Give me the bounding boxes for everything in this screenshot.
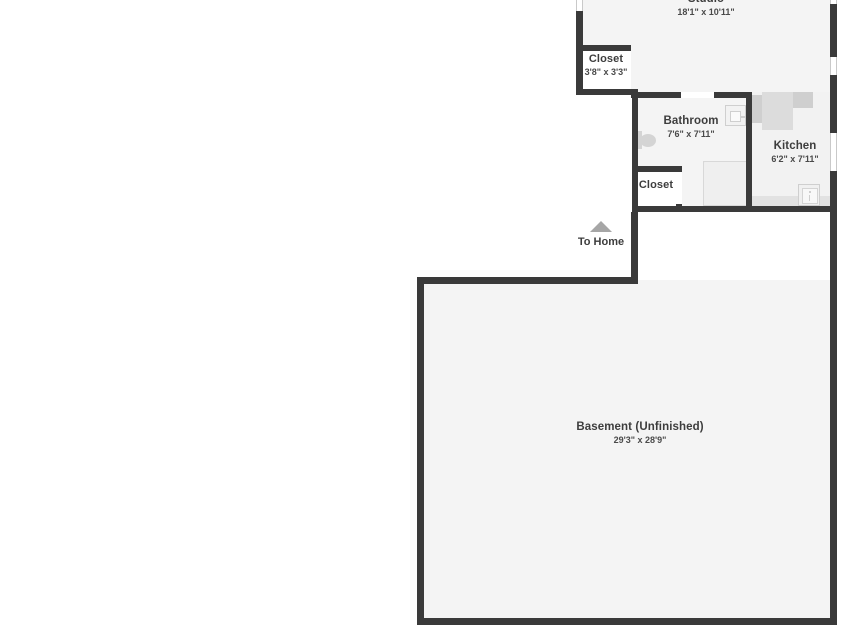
basement-right-wall [830,206,837,625]
basement-label-dims: 29'3" x 28'9" [613,435,667,445]
studio-right-window-top [830,0,837,4]
closet-lower-label: Closet [607,178,705,192]
kitchen-counter-upper-icon [762,92,793,130]
basement-label-name: Basement (Unfinished) [576,421,704,433]
bathroom-shower-icon [703,161,748,206]
studio-left-window [576,0,583,11]
closet-upper-top-wall [576,45,631,51]
closet-upper-label-name: Closet [588,53,624,65]
basement-top-wall [417,277,638,284]
bathroom-kitchen-wall [746,92,752,212]
studio-right-wall [830,0,837,215]
kitchen-counter-right-icon [793,92,813,108]
kitchen-label-dims: 6'2" x 7'11" [771,154,819,164]
triangle-up-icon [590,221,612,232]
basement-room-fill [421,280,833,622]
closet-lower-room-fill [638,168,682,210]
studio-label: Studio 18'1" x 10'11" [646,0,766,18]
unit-bottom-wall [632,206,837,212]
closet-upper-doorway [625,51,631,89]
studio-label-dims: 18'1" x 10'11" [677,7,735,17]
studio-right-window-upper [830,57,837,75]
to-home-marker[interactable]: To Home [551,221,651,248]
bathroom-left-wall [632,92,638,212]
basement-stair-wall [631,212,638,282]
kitchen-stove-icon [798,184,820,206]
bathroom-label-name: Bathroom [663,115,719,127]
bathroom-label-dims: 7'6" x 7'11" [667,129,715,139]
closet-upper-label-dims: 3'8" x 3'3" [584,67,628,77]
kitchen-label-name: Kitchen [773,140,817,152]
closet-upper-bottom-wall [576,89,638,95]
kitchen-right-window [830,133,837,171]
closet-upper-label: Closet 3'8" x 3'3" [552,52,660,78]
basement-bottom-wall [417,618,837,625]
kitchen-label: Kitchen 6'2" x 7'11" [745,139,843,165]
basement-left-wall [417,277,424,625]
bathroom-toilet-icon [640,134,656,147]
closet-upper-room-fill [582,45,631,92]
basement-label: Basement (Unfinished) 29'3" x 28'9" [540,420,740,446]
bathroom-doorway [681,92,714,98]
closet-lower-doorway [676,172,682,204]
bathroom-label: Bathroom 7'6" x 7'11" [636,114,746,140]
to-home-label: To Home [577,236,625,248]
closet-lower-top-wall [632,166,682,172]
closet-lower-label-name: Closet [638,179,674,191]
studio-label-name: Studio [646,0,766,6]
bathroom-sink-icon [725,105,746,126]
